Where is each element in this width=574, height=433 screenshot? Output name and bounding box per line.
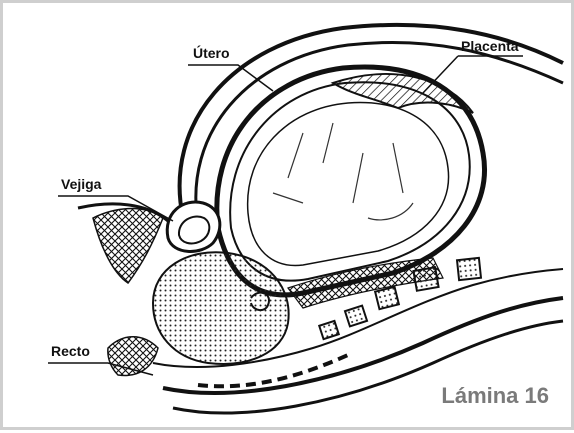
label-vejiga: Vejiga	[61, 176, 101, 192]
vertebra	[319, 321, 339, 339]
anatomy-illustration	[3, 3, 574, 433]
vertebra	[345, 306, 367, 327]
label-placenta: Placenta	[461, 38, 519, 54]
fetal-head	[153, 252, 289, 364]
vertebra	[413, 267, 438, 291]
fetus-body	[248, 103, 449, 266]
pubic-tissue	[93, 209, 163, 283]
label-recto: Recto	[51, 343, 90, 359]
vertebra	[375, 287, 399, 309]
vertebra	[457, 258, 481, 280]
plate-number: Lámina 16	[441, 383, 549, 409]
label-utero: Útero	[193, 45, 230, 61]
